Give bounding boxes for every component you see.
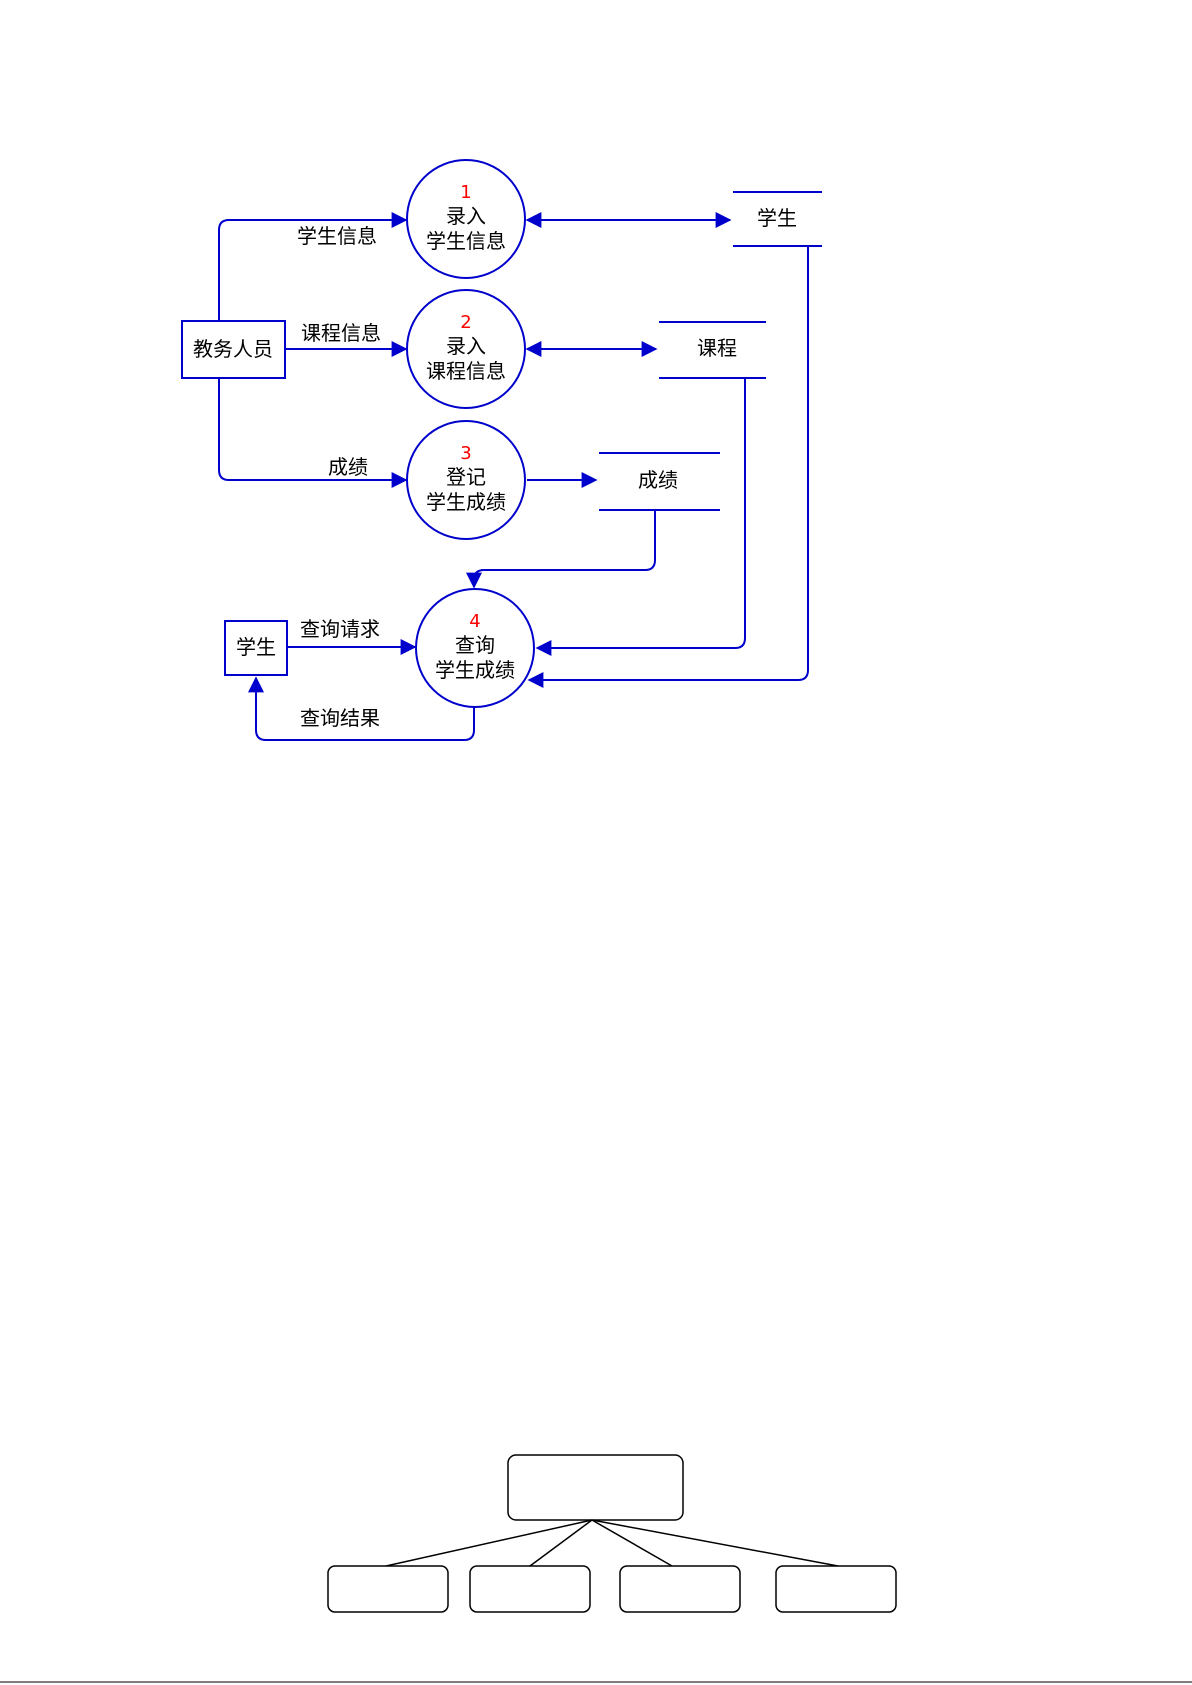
- tree-edge-3: [591, 1519, 673, 1567]
- flow-grade-label: 成绩: [328, 455, 368, 479]
- store-grade-label: 成绩: [638, 468, 678, 492]
- store-student: 学生: [733, 191, 822, 247]
- process-3-line1: 登记: [446, 465, 486, 489]
- store-course-label: 课程: [697, 336, 737, 360]
- flow-store-student-to-process4: [527, 246, 809, 688]
- process-4-number: 4: [469, 611, 480, 632]
- flow-student-info-label: 学生信息: [297, 224, 377, 248]
- process-4: 4 查询 学生成绩: [415, 588, 535, 708]
- process-2: 2 录入 课程信息: [406, 289, 526, 409]
- process-1-line2: 学生信息: [426, 229, 506, 253]
- flow-query-result-label: 查询结果: [300, 706, 380, 730]
- process-3-number: 3: [460, 443, 471, 464]
- process-2-line2: 课程信息: [426, 359, 506, 383]
- process-1: 1 录入 学生信息: [406, 159, 526, 279]
- store-grade: 成绩: [599, 452, 720, 511]
- flow-store-course-to-process4: [535, 378, 746, 656]
- entity-student: 学生: [224, 620, 288, 676]
- store-student-label: 学生: [757, 206, 797, 230]
- flow-query-request-label: 查询请求: [300, 617, 380, 641]
- process-1-number: 1: [460, 182, 471, 203]
- process-1-line1: 录入: [446, 204, 486, 228]
- process-3: 3 登记 学生成绩: [406, 420, 526, 540]
- tree-child-box-3: [619, 1565, 741, 1613]
- flow-grade: [218, 378, 408, 488]
- flow-store-grade-to-process4: [466, 510, 656, 589]
- process-2-line1: 录入: [446, 334, 486, 358]
- structure-chart: [327, 1454, 897, 1613]
- flow-student-info: [218, 212, 408, 321]
- process-3-line2: 学生成绩: [426, 490, 506, 514]
- tree-edge-4: [591, 1519, 839, 1567]
- flow-query-result: [248, 676, 475, 741]
- tree-root-box: [507, 1454, 684, 1521]
- store-course: 课程: [659, 321, 766, 379]
- tree-edge-1: [385, 1519, 593, 1567]
- tree-child-box-1: [327, 1565, 449, 1613]
- tree-child-box-4: [775, 1565, 897, 1613]
- tree-edge-2: [529, 1519, 593, 1567]
- process-4-line1: 查询: [455, 633, 495, 657]
- flow-course-info-label: 课程信息: [301, 321, 381, 345]
- process-4-line2: 学生成绩: [435, 658, 515, 682]
- entity-staff: 教务人员: [181, 320, 286, 379]
- entity-student-label: 学生: [236, 635, 276, 659]
- process-2-number: 2: [460, 312, 471, 333]
- entity-staff-label: 教务人员: [193, 337, 273, 361]
- data-flow-diagram: 教务人员 学生 1 录入 学生信息 2 录入 课程信息 3 登记 学生成绩: [181, 159, 822, 741]
- tree-child-box-2: [469, 1565, 591, 1613]
